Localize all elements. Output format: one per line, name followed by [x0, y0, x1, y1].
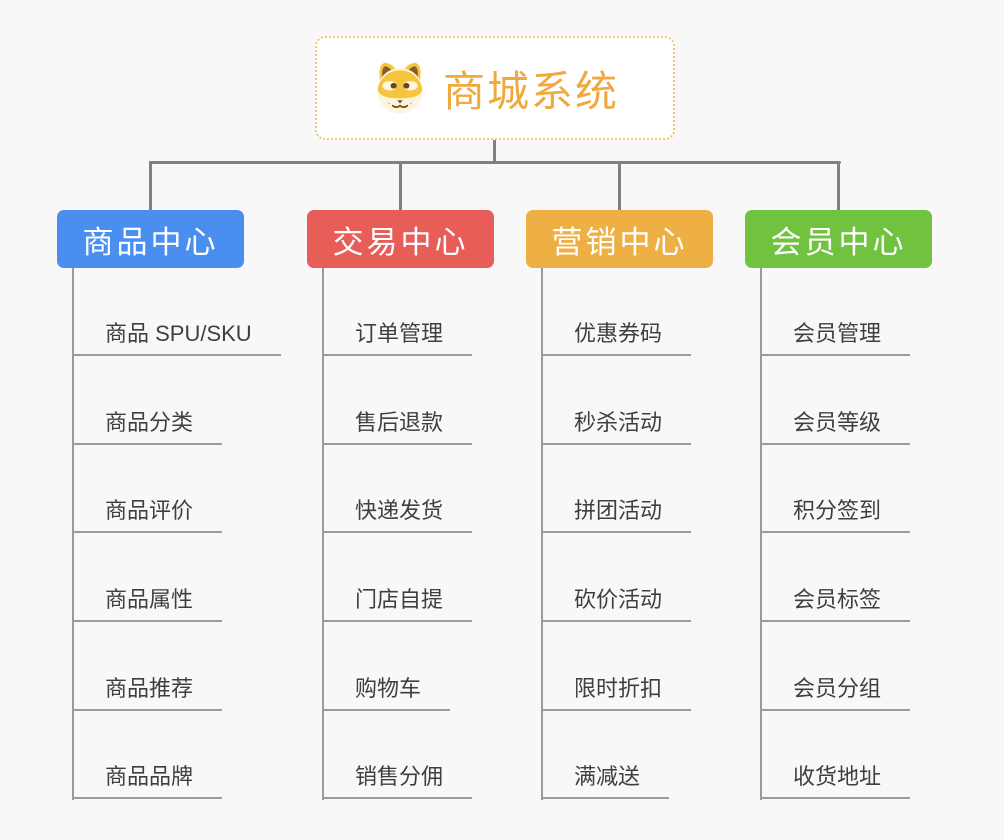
branch-topic-1[interactable]: 商品中心 [57, 210, 244, 268]
leaf-topic[interactable]: 会员标签 [760, 586, 911, 622]
dog-face-icon [371, 59, 429, 117]
leaf-topic[interactable]: 收货地址 [760, 763, 911, 799]
leaf-topic[interactable]: 门店自提 [322, 586, 473, 622]
branch-trunk-4 [760, 268, 762, 800]
leaf-topic[interactable]: 会员等级 [760, 409, 911, 445]
leaf-topic[interactable]: 商品 SPU/SKU [72, 320, 281, 356]
branch-trunk-2 [322, 268, 324, 800]
leaf-topic[interactable]: 购物车 [322, 675, 451, 711]
connector-root-stub [493, 139, 496, 164]
leaf-topic[interactable]: 商品评价 [72, 497, 223, 533]
root-topic[interactable]: 商城系统 [315, 36, 675, 140]
connector-horizontal [149, 161, 841, 164]
leaf-topic[interactable]: 会员管理 [760, 320, 911, 356]
branch-topic-4[interactable]: 会员中心 [745, 210, 932, 268]
leaf-topic[interactable]: 快递发货 [322, 497, 473, 533]
leaf-topic[interactable]: 商品属性 [72, 586, 223, 622]
leaf-topic[interactable]: 砍价活动 [541, 586, 692, 622]
leaf-topic[interactable]: 订单管理 [322, 320, 473, 356]
branch-topic-2[interactable]: 交易中心 [307, 210, 494, 268]
leaf-topic[interactable]: 售后退款 [322, 409, 473, 445]
leaf-topic[interactable]: 销售分佣 [322, 763, 473, 799]
leaf-topic[interactable]: 商品推荐 [72, 675, 223, 711]
leaf-topic[interactable]: 商品品牌 [72, 763, 223, 799]
leaf-topic[interactable]: 限时折扣 [541, 675, 692, 711]
branch-topic-3[interactable]: 营销中心 [526, 210, 713, 268]
leaf-topic[interactable]: 会员分组 [760, 675, 911, 711]
branch-trunk-3 [541, 268, 543, 800]
leaf-topic[interactable]: 满减送 [541, 763, 670, 799]
connector-branch-1 [149, 161, 152, 210]
leaf-topic[interactable]: 秒杀活动 [541, 409, 692, 445]
leaf-topic[interactable]: 拼团活动 [541, 497, 692, 533]
root-title: 商城系统 [442, 67, 619, 115]
leaf-topic[interactable]: 商品分类 [72, 409, 223, 445]
leaf-topic[interactable]: 积分签到 [760, 497, 911, 533]
leaf-topic[interactable]: 优惠券码 [541, 320, 692, 356]
connector-branch-4 [837, 161, 840, 210]
branch-trunk-1 [72, 268, 74, 800]
connector-branch-3 [618, 161, 621, 210]
connector-branch-2 [399, 161, 402, 210]
